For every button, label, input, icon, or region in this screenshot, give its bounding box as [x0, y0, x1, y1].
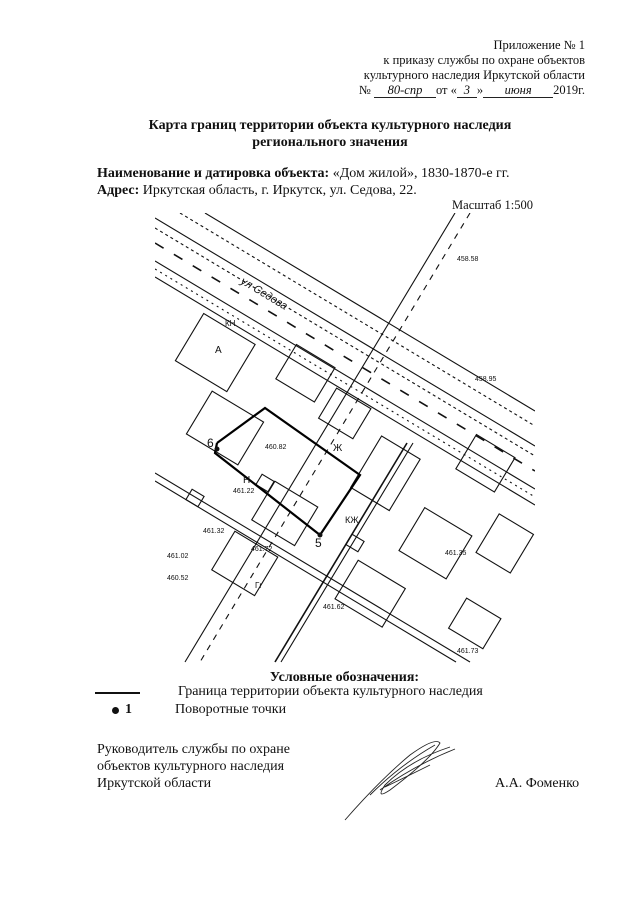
position-line: Иркутской области	[97, 776, 212, 791]
document-title-line2: регионального значения	[252, 135, 408, 150]
legend-point-label: Поворотные точки	[175, 702, 287, 717]
order-year: 2019г.	[553, 83, 585, 97]
elevation-label: 461.35	[445, 550, 467, 557]
point-label-6: 6	[207, 436, 214, 450]
elevation-label: 461.72	[251, 546, 273, 553]
heritage-boundary-line	[213, 406, 362, 537]
object-address: Адрес: Иркутская область, г. Иркутск, ул…	[97, 183, 417, 199]
object-name: Наименование и датировка объекта: «Дом ж…	[97, 166, 509, 182]
turning-point-5	[317, 532, 323, 538]
elevation-label: 458.58	[457, 256, 479, 263]
legend-point-number: 1	[125, 702, 132, 717]
position-line: Руководитель службы по охране	[97, 742, 290, 757]
object-name-value: «Дом жилой», 1830-1870-е гг.	[332, 166, 510, 181]
building-letter: А	[215, 345, 222, 356]
document-title-line1: Карта границ территории объекта культурн…	[148, 118, 512, 133]
elevation-label: 461.62	[323, 604, 345, 611]
order-number-handwritten: 80-спр	[373, 84, 436, 98]
building-letter: Н	[243, 475, 250, 486]
building-letter: КН	[225, 319, 236, 328]
order-ref-line: к приказу службы по охране объектов	[383, 53, 585, 67]
number-sign: №	[358, 83, 371, 97]
order-authority-line: культурного наследия Иркутской области	[363, 68, 585, 82]
address-value: Иркутская область, г. Иркутск, ул. Седов…	[142, 183, 417, 198]
map-linework	[155, 213, 535, 663]
map-scale: Масштаб 1:500	[452, 198, 533, 212]
turning-point-6	[214, 446, 220, 452]
appendix-label: Приложение № 1	[493, 38, 585, 52]
elevation-label: 461.22	[233, 488, 255, 495]
signatory-position: Руководитель службы по охране объектов к…	[97, 741, 290, 792]
handwritten-signature	[344, 741, 456, 821]
object-name-label: Наименование и датировка объекта:	[97, 166, 330, 181]
building-letter: Ж	[333, 443, 343, 454]
quote-close: »	[476, 83, 484, 97]
legend-boundary-symbol	[95, 692, 140, 694]
legend-point-symbol	[112, 707, 119, 714]
elevation-label: 461.32	[203, 528, 225, 535]
signatory-name: А.А. Фоменко	[495, 776, 580, 791]
position-line: объектов культурного наследия	[97, 759, 285, 774]
address-label: Адрес:	[97, 183, 140, 198]
point-label-5: 5	[315, 536, 322, 550]
elevation-label: 461.73	[457, 648, 479, 655]
elevation-label: 460.52	[167, 575, 189, 582]
from-label: от «	[435, 83, 457, 97]
elevation-label: 460.82	[265, 444, 287, 451]
elevation-label: 461.02	[167, 553, 189, 560]
elevation-label: 458.95	[475, 376, 497, 383]
building-letter: КЖ	[345, 515, 359, 525]
cadastral-map: 6 5 ул Седова 460.82 461.22 461.32 461.7…	[155, 213, 535, 663]
legend-boundary-label: Граница территории объекта культурного н…	[178, 684, 483, 699]
order-month-handwritten: июня	[483, 84, 554, 98]
building-letter: Гг	[255, 581, 262, 590]
order-day-handwritten: 3	[456, 84, 477, 98]
legend-title: Условные обозначения:	[269, 670, 420, 685]
